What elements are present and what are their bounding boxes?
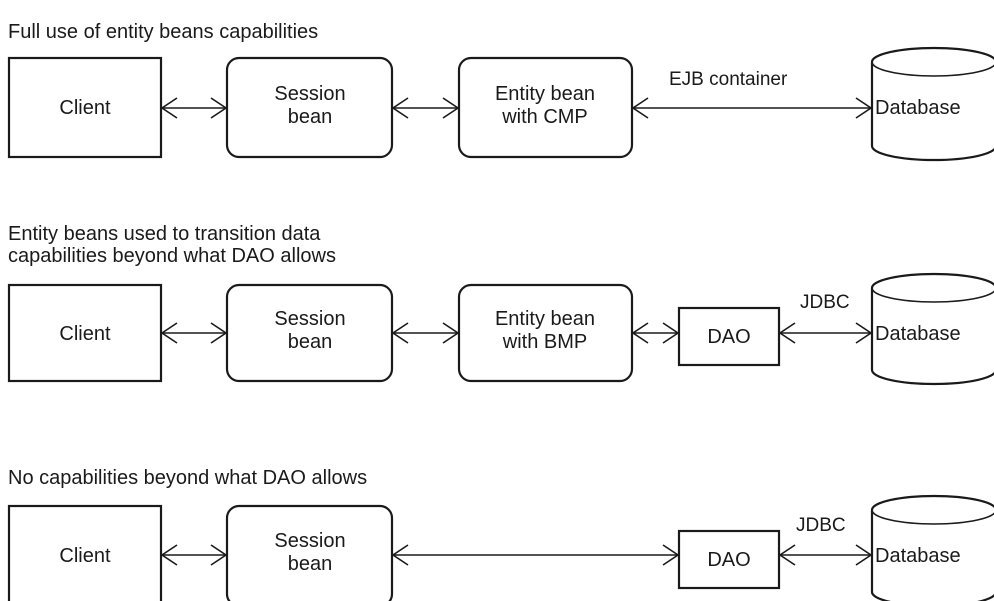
entity-bean-label-1: Entity bean xyxy=(495,83,595,105)
client-label: Client xyxy=(59,323,111,345)
arrow-client-session xyxy=(160,322,228,344)
dao-box xyxy=(677,529,781,590)
section-2-title-line-2: capabilities beyond what DAO allows xyxy=(8,245,336,267)
dao-label: DAO xyxy=(707,549,750,571)
database-cylinder xyxy=(870,494,994,601)
dao-label: DAO xyxy=(707,326,750,348)
dao-box xyxy=(677,306,781,367)
client-label: Client xyxy=(59,97,111,119)
section-1-title: Full use of entity beans capabilities xyxy=(8,21,319,43)
session-bean-label-1: Session xyxy=(274,83,345,105)
database-label: Database xyxy=(875,97,961,119)
arrow-dao-database xyxy=(778,544,873,566)
database-label: Database xyxy=(875,545,961,567)
session-bean-label-2: bean xyxy=(288,331,333,353)
section-3-diagram: Client Session bean DAO Database JDBC xyxy=(7,494,994,601)
database-cylinder xyxy=(870,46,994,162)
section-3-title: No capabilities beyond what DAO allows xyxy=(8,467,368,489)
arrow-client-session xyxy=(160,544,228,566)
jdbc-label: JDBC xyxy=(796,515,846,536)
session-bean-label-1: Session xyxy=(274,308,345,330)
client-label: Client xyxy=(59,545,111,567)
session-bean-label-2: bean xyxy=(288,553,333,575)
database-cylinder xyxy=(870,272,994,386)
session-bean-label-1: Session xyxy=(274,530,345,552)
section-2-title-line-1: Entity beans used to transition data xyxy=(8,223,321,245)
arrow-session-dao xyxy=(391,544,680,566)
client-box xyxy=(7,283,163,383)
section-2-diagram: Client Session bean Entity bean with BMP… xyxy=(7,272,994,386)
ejb-container-label: EJB container xyxy=(669,69,788,90)
arrow-client-session xyxy=(160,97,228,119)
database-label: Database xyxy=(875,323,961,345)
section-1-diagram: Client Session bean Entity bean with CMP… xyxy=(7,46,994,162)
arrow-dao-database xyxy=(778,322,873,344)
client-box xyxy=(7,504,163,601)
arrow-entity-dao xyxy=(631,322,680,344)
entity-bean-label-2: with BMP xyxy=(502,331,587,353)
arrow-entity-database xyxy=(631,97,873,119)
session-bean-label-2: bean xyxy=(288,106,333,128)
arrow-session-entity xyxy=(391,97,460,119)
session-bean-box xyxy=(225,504,394,601)
arrow-session-entity xyxy=(391,322,460,344)
jdbc-label: JDBC xyxy=(800,292,850,313)
entity-bean-label-2: with CMP xyxy=(501,106,588,128)
entity-bean-label-1: Entity bean xyxy=(495,308,595,330)
